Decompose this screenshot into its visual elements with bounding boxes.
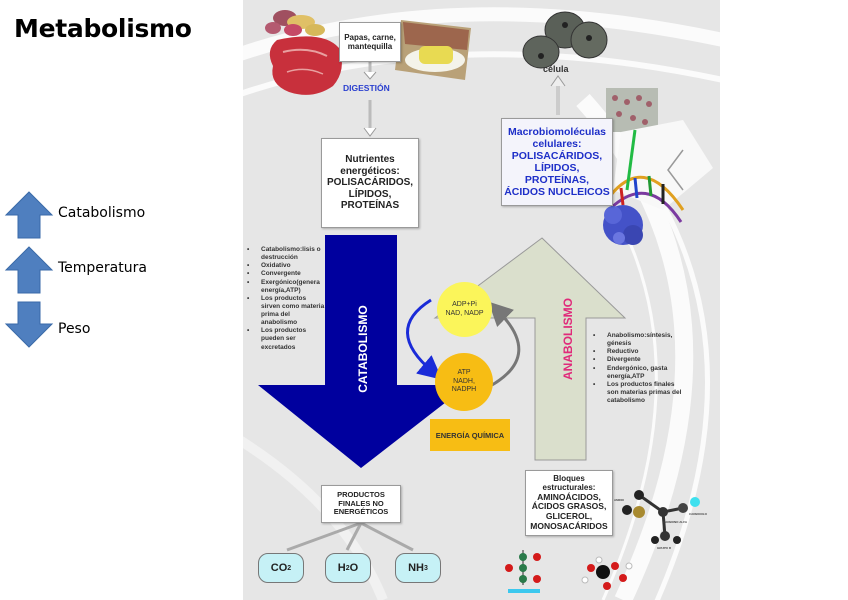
cell-image [522,11,608,69]
bullet-item: Catabolismo:lisis o destrucción [247,246,325,262]
bullet-item: Los productos pueden ser excretados [247,327,325,351]
final-products-arrows [286,521,414,552]
macro-text: ÁCIDOS NUCLEICOS [504,186,610,199]
bullet-item: Los productos sirven como materia prima … [247,295,325,328]
catabolism-bullets: Catabolismo:lisis o destrucción Oxidativ… [247,246,325,352]
macro-text: PROTEÍNAS, [524,174,590,187]
atp-text: NADPH [451,386,477,394]
anabolism-label: ANABOLISMO [561,298,575,380]
arrow-up-icon [4,246,54,294]
bullet-item: Convergente [247,270,325,278]
tissue-image [606,88,658,132]
legend-label: Peso [58,321,91,337]
bullet-item: Los productos finales son materias prima… [593,381,683,405]
food-text: mantequilla [347,42,393,51]
nutrients-text: LÍPIDOS, [348,188,392,200]
atp-text: ATP [457,368,471,376]
dna-helix-image [605,129,685,223]
macro-text: Macrobiomoléculas [507,125,607,138]
amino-acid-molecule [622,490,700,544]
adp-circle: ADP+Pi NAD, NADP [437,282,492,337]
final-products-text: PRODUCTOS [337,490,385,500]
rna-diagram-image [613,120,713,210]
blocks-text: Bloques [553,474,585,484]
protein-image [603,205,643,245]
butter-image [395,20,471,80]
blocks-text: ÁCIDOS GRASOS, [531,501,607,512]
catabolism-arrow [258,235,468,468]
digestion-label: DIGESTIÓN [343,83,390,93]
glycerol-molecule [505,550,541,593]
nutrients-box: Nutrientes energéticos: POLISACÁRIDOS, L… [321,138,419,228]
final-products-text: ENERGÉTICOS [333,507,389,517]
macro-to-cell-arrow [550,75,566,115]
atp-circle: ATP NADH, NADPH [435,353,493,411]
bullet-item: Oxidativo [247,262,325,270]
alpha-carbon-label: CARBONO ALFA [663,520,688,524]
r-group-label: GRUPO R [657,546,672,550]
structural-blocks-box: Bloques estructurales: AMINOÁCIDOS, ÁCID… [525,470,613,536]
catabolism-label: CATABOLISMO [356,305,370,393]
slide-title: Metabolismo [14,14,192,43]
arrow-up-icon [4,191,54,239]
blocks-text: AMINOÁCIDOS, [537,491,601,502]
food-box: Papas, carne, mantequilla [339,22,401,62]
legend-label: Temperatura [58,260,147,276]
final-products-box: PRODUCTOS FINALES NO ENERGÉTICOS [321,485,401,523]
macro-text: celulares: [532,137,582,150]
digestion-arrow [363,62,377,137]
legend-item-temperatura: Temperatura [4,245,204,295]
arrow-down-icon [4,301,54,348]
monosaccharide-molecule [581,556,633,590]
macro-text: LÍPIDOS, [534,162,580,174]
legend-item-peso: Peso [4,300,204,350]
adp-text: ADP+Pi [452,300,477,308]
macro-text: POLISACÁRIDOS, [511,149,603,162]
formula-base: NH [408,562,424,574]
nutrients-text: energéticos: [340,165,400,177]
potatoes-image [265,10,325,36]
cell-label: célula [543,64,569,74]
bullet-item: Anabolismo:síntesis, génesis [593,332,683,348]
bullet-item: Exergónico(genera energía,ATP) [247,279,325,295]
adp-text: NAD, NADP [445,309,484,317]
macromolecules-box: Macrobiomoléculas celulares: POLISACÁRID… [501,118,613,206]
bullet-item: Endergónico, gasta energía,ATP [593,365,683,381]
formula-subscript: 3 [423,564,428,572]
formula-base: CO [270,562,288,574]
cycle-arrow-blue [406,298,443,380]
formula-subscript: 2 [345,564,350,572]
anabolism-bullets: Anabolismo:síntesis, génesis Reductivo D… [593,332,683,405]
nutrients-text: POLISACÁRIDOS, [326,177,414,189]
cycle-arrow-gray [488,301,521,387]
final-products-text: FINALES NO [338,498,384,508]
legend-label: Catabolismo [58,205,146,221]
carboxyl-label: CARBOXILO [689,512,707,516]
chemical-energy-box: ENERGÍA QUÍMICA [430,419,510,451]
bullet-item: Reductivo [593,348,683,356]
formula-tail: O [349,562,359,574]
blocks-text: GLICEROL, [545,511,593,522]
atp-text: NADH, [453,377,475,385]
blocks-text: MONOSACÁRIDOS [530,520,608,531]
metabolism-diagram: Papas, carne, mantequilla DIGESTIÓN Nutr… [243,0,720,600]
nutrients-text: PROTEÍNAS [340,200,400,212]
meat-image [269,36,342,95]
food-text: Papas, carne, [344,32,396,42]
formula-subscript: 2 [287,564,292,572]
blocks-text: estructurales: [542,483,596,493]
formula-base: H [337,562,346,574]
amino-label: AMINO [614,498,624,502]
nutrients-text: Nutrientes [345,154,395,166]
legend-item-catabolismo: Catabolismo [4,190,204,240]
bullet-item: Divergente [593,356,683,364]
